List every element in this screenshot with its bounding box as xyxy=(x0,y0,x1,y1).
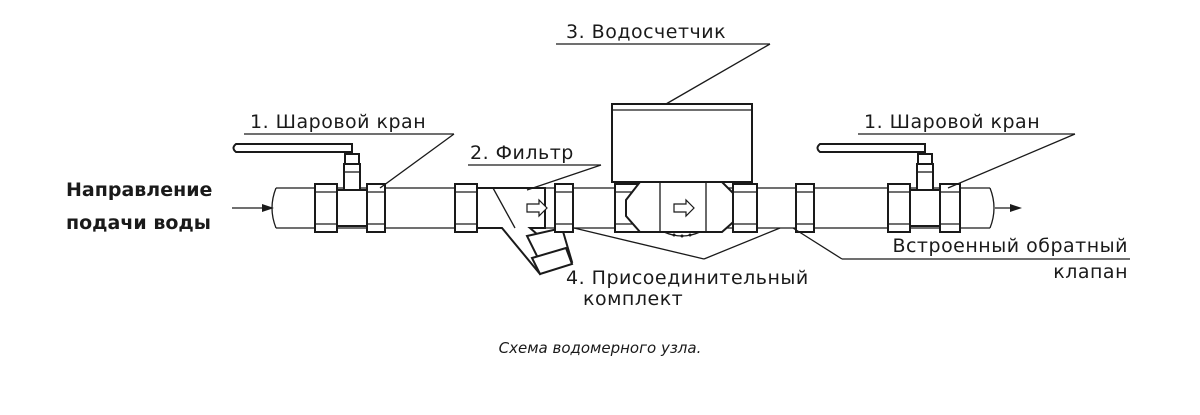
water-meter xyxy=(611,103,753,238)
check-valve-label-line2: клапан xyxy=(1053,261,1128,283)
flow-direction-label-line1: Направление xyxy=(66,179,212,201)
filter xyxy=(454,183,574,276)
right-ball-valve xyxy=(816,143,961,233)
left-ball-valve-label: 1. Шаровой кран xyxy=(250,111,426,133)
flow-direction-label-line2: подачи воды xyxy=(66,212,211,234)
filter-label: 2. Фильтр xyxy=(470,142,574,164)
diagram-caption: Схема водомерного узла. xyxy=(499,339,702,357)
leader-lines xyxy=(244,43,1130,260)
connection-nut-right xyxy=(732,183,815,233)
right-ball-valve-label: 1. Шаровой кран xyxy=(864,111,1040,133)
left-ball-valve xyxy=(232,143,386,233)
inlet-arrow xyxy=(232,204,274,212)
check-valve-label-line1: Встроенный обратный xyxy=(892,235,1128,257)
connection-kit-label-line1: 4. Присоединительный xyxy=(566,267,809,289)
connection-kit-label-line2: комплект xyxy=(583,288,683,310)
meter-label: 3. Водосчетчик xyxy=(566,21,726,43)
outlet-arrow xyxy=(995,204,1022,212)
